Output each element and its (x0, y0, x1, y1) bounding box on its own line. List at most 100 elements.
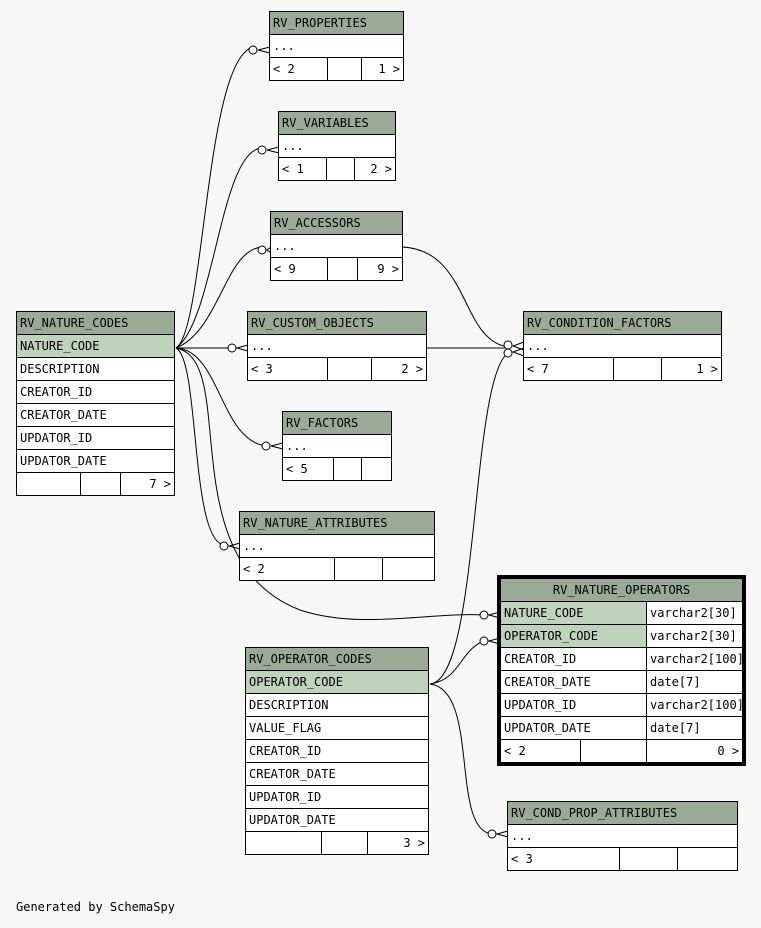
column-creator-id[interactable]: CREATOR_ID (15, 380, 176, 404)
parents-count[interactable]: < 3 (507, 847, 620, 871)
column-ellipsis[interactable]: ... (269, 34, 404, 58)
column-description[interactable]: DESCRIPTION (244, 693, 430, 717)
edge-end-circle (479, 610, 489, 620)
column-updator-date[interactable]: UPDATOR_DATE (500, 716, 647, 740)
children-count[interactable]: 0 > (646, 739, 743, 763)
crowfoot (266, 246, 272, 254)
column-description[interactable]: DESCRIPTION (15, 357, 176, 381)
column-type: date[7] (646, 716, 743, 740)
column-creator-date[interactable]: CREATOR_DATE (15, 403, 176, 427)
column-ellipsis[interactable]: ... (281, 434, 393, 458)
parents-count[interactable]: < 5 (282, 457, 334, 481)
table-title[interactable]: RV_NATURE_OPERATORS (500, 578, 743, 602)
nav-spacer (80, 472, 121, 496)
column-updator-id[interactable]: UPDATOR_ID (244, 785, 430, 809)
column-updator-date[interactable]: UPDATOR_DATE (244, 808, 430, 832)
column-updator-id[interactable]: UPDATOR_ID (15, 426, 176, 450)
column-creator-date[interactable]: CREATOR_DATE (500, 670, 647, 694)
crowfoot (487, 611, 501, 619)
table-rv-factors[interactable]: RV_FACTORS ... < 5 (281, 411, 393, 481)
table-title[interactable]: RV_PROPERTIES (269, 11, 404, 35)
table-rv-nature-codes[interactable]: RV_NATURE_CODES NATURE_CODE DESCRIPTION … (15, 311, 176, 496)
column-nature-code[interactable]: NATURE_CODE (500, 601, 647, 625)
edge-end-circle (479, 636, 489, 646)
children-count[interactable]: 2 > (354, 157, 396, 181)
table-rv-cond-prop-attributes[interactable]: RV_COND_PROP_ATTRIBUTES ... < 3 (506, 801, 739, 871)
column-nature-code[interactable]: NATURE_CODE (15, 334, 176, 358)
crowfoot (270, 442, 284, 450)
table-title[interactable]: RV_CUSTOM_OBJECTS (246, 311, 428, 335)
children-count[interactable]: 1 > (361, 57, 404, 81)
edge-end-circle (503, 348, 513, 358)
column-value-flag[interactable]: VALUE_FLAG (244, 716, 430, 740)
edge-nature-codes-properties (175, 46, 254, 349)
edge-nature-codes-factors (175, 347, 267, 447)
parents-count[interactable]: < 9 (270, 257, 328, 281)
children-count[interactable]: 3 > (366, 831, 430, 855)
column-ellipsis[interactable]: ... (239, 534, 435, 558)
generated-by-footer: Generated by SchemaSpy (16, 900, 175, 914)
table-rv-properties[interactable]: RV_PROPERTIES ... < 2 1 > (269, 11, 404, 81)
table-title[interactable]: RV_FACTORS (281, 411, 393, 435)
children-count[interactable]: 2 > (370, 357, 428, 381)
table-title[interactable]: RV_NATURE_ATTRIBUTES (239, 511, 435, 535)
table-rv-accessors[interactable]: RV_ACCESSORS ... < 9 9 > (270, 211, 403, 281)
edge-nature-codes-nature-operators (175, 347, 485, 621)
table-rv-operator-codes[interactable]: RV_OPERATOR_CODES OPERATOR_CODE DESCRIPT… (244, 647, 430, 855)
column-ellipsis[interactable]: ... (278, 134, 396, 158)
parents-count[interactable]: < 2 (500, 739, 581, 763)
parents-count[interactable]: < 1 (278, 157, 327, 181)
column-type: varchar2[30] (646, 601, 743, 625)
edge-operator-codes-condition-factors (429, 352, 509, 685)
parents-count[interactable]: < 3 (247, 357, 328, 381)
column-type: varchar2[30] (646, 624, 743, 648)
column-creator-id[interactable]: CREATOR_ID (500, 647, 647, 671)
column-operator-code[interactable]: OPERATOR_CODE (500, 624, 647, 648)
table-title[interactable]: RV_OPERATOR_CODES (244, 647, 430, 671)
table-rv-custom-objects[interactable]: RV_CUSTOM_OBJECTS ... < 3 2 > (246, 311, 428, 381)
column-creator-date[interactable]: CREATOR_DATE (244, 762, 430, 786)
crowfoot (487, 637, 501, 645)
parents-count[interactable]: < 7 (523, 357, 614, 381)
children-count[interactable] (676, 847, 739, 871)
table-title[interactable]: RV_ACCESSORS (270, 211, 403, 235)
table-title[interactable]: RV_VARIABLES (278, 111, 396, 135)
parents-count[interactable]: < 2 (239, 557, 335, 581)
crowfoot (495, 830, 509, 838)
column-type: varchar2[100] (646, 693, 743, 717)
children-count[interactable]: 9 > (357, 257, 403, 281)
crowfoot (511, 347, 525, 357)
parents-count[interactable]: < 2 (269, 57, 328, 81)
children-count[interactable] (382, 557, 435, 581)
column-ellipsis[interactable]: ... (523, 334, 722, 358)
edge-nature-codes-nature-attributes (175, 347, 225, 546)
edge-accessors-condition-factors (401, 246, 509, 348)
edge-end-circle (261, 441, 271, 451)
nav-spacer (613, 357, 662, 381)
nav-spacer (334, 557, 383, 581)
column-ellipsis[interactable]: ... (270, 234, 403, 258)
crowfoot (235, 344, 249, 352)
table-title[interactable]: RV_CONDITION_FACTORS (523, 311, 722, 335)
column-updator-date[interactable]: UPDATOR_DATE (15, 449, 176, 473)
table-title[interactable]: RV_COND_PROP_ATTRIBUTES (506, 801, 739, 825)
edge-nature-codes-variables (175, 147, 263, 349)
column-ellipsis[interactable]: ... (506, 824, 739, 848)
column-updator-id[interactable]: UPDATOR_ID (500, 693, 647, 717)
children-count[interactable] (360, 457, 393, 481)
table-rv-nature-attributes[interactable]: RV_NATURE_ATTRIBUTES ... < 2 (239, 511, 435, 581)
nav-spacer (580, 739, 647, 763)
column-operator-code[interactable]: OPERATOR_CODE (244, 670, 430, 694)
edge-operator-codes-cond-prop-attributes (429, 683, 493, 835)
edge-end-circle (219, 541, 229, 551)
edge-end-circle (227, 343, 237, 353)
table-rv-variables[interactable]: RV_VARIABLES ... < 1 2 > (278, 111, 396, 181)
children-count[interactable]: 1 > (661, 357, 722, 381)
column-creator-id[interactable]: CREATOR_ID (244, 739, 430, 763)
table-rv-condition-factors[interactable]: RV_CONDITION_FACTORS ... < 7 1 > (523, 311, 722, 381)
table-title[interactable]: RV_NATURE_CODES (15, 311, 176, 335)
edge-end-circle (257, 245, 267, 255)
column-ellipsis[interactable]: ... (246, 334, 428, 358)
children-count[interactable]: 7 > (119, 472, 176, 496)
